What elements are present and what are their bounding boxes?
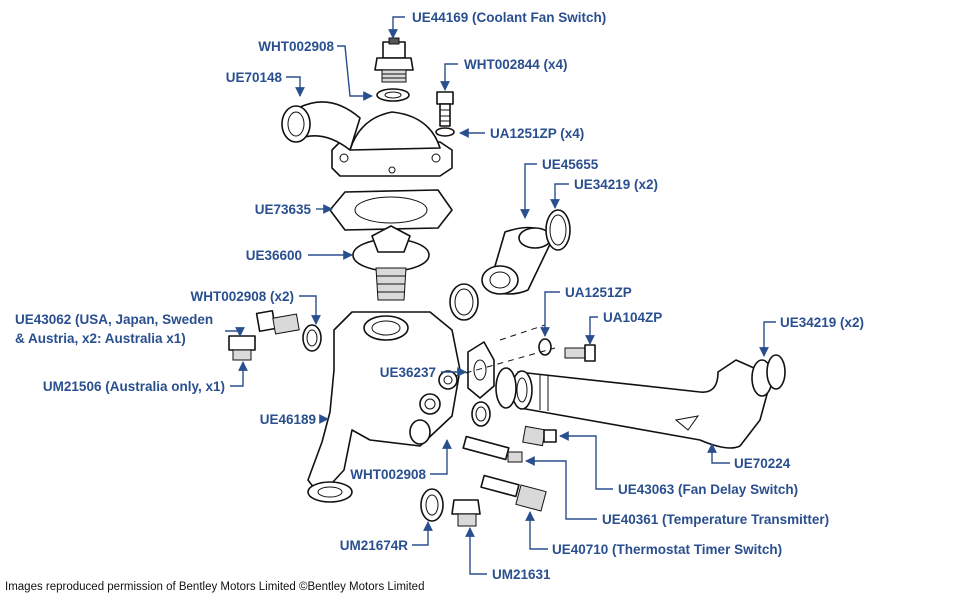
pipe-end-o-ring-part xyxy=(766,354,786,390)
label-ua104zp: UA104ZP xyxy=(603,310,662,325)
copyright-caption: Images reproduced permission of Bentley … xyxy=(5,581,424,593)
label-ue44169: UE44169 (Coolant Fan Switch) xyxy=(412,10,606,25)
label-ue36237: UE36237 xyxy=(380,365,436,380)
label-wht002844: WHT002844 (x4) xyxy=(464,57,568,72)
thermostat-part xyxy=(352,225,430,301)
flange-gasket-part xyxy=(467,341,495,399)
bolt-part xyxy=(436,91,454,127)
label-ue34219-b: UE34219 (x2) xyxy=(780,315,864,330)
left-plug-part xyxy=(228,335,256,361)
label-ue73635: UE73635 xyxy=(255,202,312,217)
label-um21631: UM21631 xyxy=(492,567,551,582)
washer-part xyxy=(435,127,455,137)
label-wht002908-low: WHT002908 xyxy=(350,467,426,482)
thermostat-timer-switch-part xyxy=(480,474,547,512)
leader-lines xyxy=(225,16,776,575)
label-ua1251zp-x4: UA1251ZP (x4) xyxy=(490,126,584,141)
alignment-line xyxy=(499,324,546,341)
label-ue34219-a: UE34219 (x2) xyxy=(574,177,658,192)
label-ua1251zp: UA1251ZP xyxy=(565,285,632,300)
gasket-part xyxy=(329,189,453,231)
drain-plug-part xyxy=(451,499,481,527)
label-ue70224: UE70224 xyxy=(734,456,791,471)
label-ue43062-line2: & Austria, x2: Australia x1) xyxy=(15,331,186,346)
hose-part xyxy=(481,226,553,295)
label-um21506: UM21506 (Australia only, x1) xyxy=(43,379,225,394)
bottom-washer-part xyxy=(420,488,444,522)
label-wht002908-top: WHT002908 xyxy=(258,39,334,54)
label-ue70148: UE70148 xyxy=(226,70,283,85)
fan-delay-switch-part xyxy=(522,425,557,447)
coolant-pipe-part xyxy=(511,359,773,449)
thermostat-housing-cover-part xyxy=(281,101,453,177)
label-um21674r: UM21674R xyxy=(340,538,409,553)
label-ue40361: UE40361 (Temperature Transmitter) xyxy=(602,512,829,527)
label-ue36600: UE36600 xyxy=(246,248,302,263)
label-ue45655: UE45655 xyxy=(542,157,599,172)
pipe-o-ring-part xyxy=(495,367,517,409)
coolant-fan-switch-part xyxy=(374,37,414,83)
temperature-transmitter-part xyxy=(462,435,523,463)
lower-washer-part xyxy=(471,401,491,427)
main-housing-part xyxy=(307,311,461,503)
label-ue43063: UE43063 (Fan Delay Switch) xyxy=(618,482,798,497)
label-ue40710: UE40710 (Thermostat Timer Switch) xyxy=(552,542,782,557)
sealing-washer-top-part xyxy=(376,88,410,102)
small-washer-part xyxy=(538,338,552,356)
label-wht002908-x2: WHT002908 (x2) xyxy=(190,289,294,304)
left-washer-part xyxy=(302,324,322,352)
label-ue46189: UE46189 xyxy=(260,412,316,427)
label-ue43062-line1: UE43062 (USA, Japan, Sweden xyxy=(15,312,213,327)
small-bolt-part xyxy=(564,344,596,362)
left-switch-part xyxy=(255,309,300,335)
